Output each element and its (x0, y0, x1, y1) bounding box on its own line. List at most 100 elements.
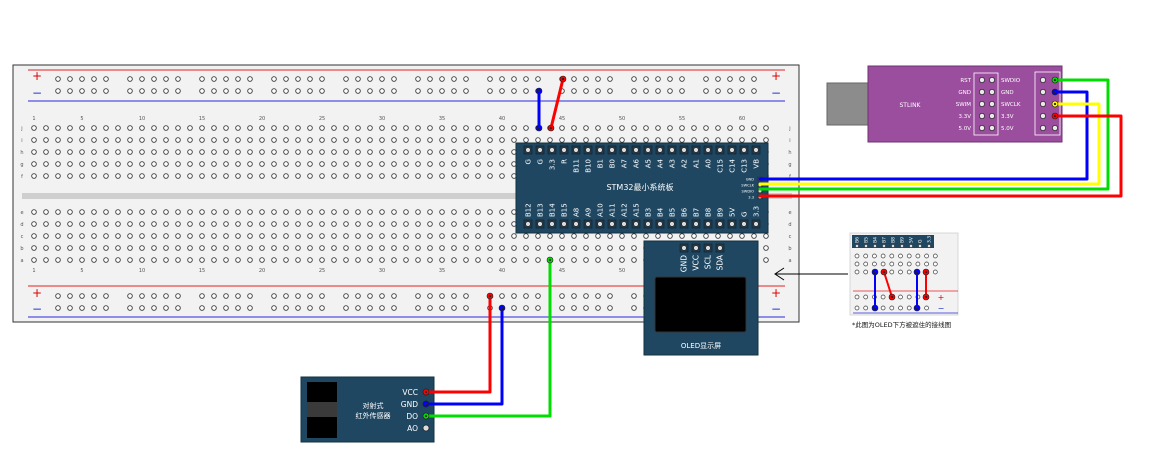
terminal-hole (271, 257, 277, 263)
rail-hole (343, 305, 349, 311)
rail-hole (283, 305, 289, 311)
rail-hole (163, 305, 169, 311)
terminal-hole (439, 257, 445, 263)
terminal-hole (463, 137, 469, 143)
rail-hole (583, 76, 589, 82)
terminal-hole (271, 245, 277, 251)
rail-hole (319, 293, 325, 299)
wire-endpoint-core (424, 402, 428, 406)
oled-pin (717, 245, 723, 251)
terminal-hole (307, 137, 313, 143)
stm32-top-pin (549, 147, 555, 153)
terminal-hole (691, 125, 697, 131)
terminal-hole (391, 221, 397, 227)
rail-hole (667, 76, 673, 82)
terminal-hole (439, 125, 445, 131)
terminal-hole (583, 137, 589, 143)
terminal-hole (355, 149, 361, 155)
wire-swclk (758, 102, 1101, 186)
rail-hole (283, 293, 289, 299)
terminal-hole (199, 245, 205, 251)
rail-hole (151, 305, 157, 311)
detail-hole (889, 269, 895, 275)
terminal-hole (703, 233, 709, 239)
terminal-hole (571, 233, 577, 239)
terminal-hole (499, 125, 505, 131)
rail-hole (55, 305, 61, 311)
terminal-hole (31, 233, 37, 239)
terminal-hole (127, 221, 133, 227)
terminal-hole (187, 257, 193, 263)
detail-pin (873, 244, 877, 248)
terminal-hole (211, 161, 217, 167)
rail-hole (679, 76, 685, 82)
stm32-bottom-pin (741, 221, 747, 227)
stm32-bottom-pin-label: G (741, 212, 749, 217)
terminal-hole (151, 149, 157, 155)
terminal-hole (43, 149, 49, 155)
detail-pin-label: B5 (864, 237, 870, 243)
rail-hole (295, 88, 301, 94)
terminal-hole (427, 233, 433, 239)
terminal-hole (235, 125, 241, 131)
terminal-hole (31, 125, 37, 131)
terminal-hole (535, 233, 541, 239)
oled-pin-label: SCL (704, 254, 713, 269)
terminal-hole (571, 137, 577, 143)
terminal-hole (211, 137, 217, 143)
terminal-hole (319, 257, 325, 263)
terminal-hole (283, 161, 289, 167)
detail-pin-label: 5V (909, 236, 915, 243)
col-num: 35 (439, 116, 445, 122)
terminal-hole (475, 245, 481, 251)
rail-hole (583, 88, 589, 94)
col-num: 25 (319, 116, 325, 122)
terminal-hole (595, 245, 601, 251)
terminal-hole (355, 173, 361, 179)
stm32-bottom-pin (633, 221, 639, 227)
terminal-hole (115, 221, 121, 227)
oled-title: OLED显示屏 (681, 342, 721, 350)
rail-hole (211, 305, 217, 311)
stlink-pin-label-right: 5.0V (1001, 126, 1014, 132)
terminal-hole (379, 233, 385, 239)
terminal-hole (187, 233, 193, 239)
terminal-hole (463, 161, 469, 167)
terminal-hole (547, 137, 553, 143)
rail-hole (427, 76, 433, 82)
terminal-hole (259, 173, 265, 179)
stm32-top-pin (693, 147, 699, 153)
rail-hole (511, 88, 517, 94)
terminal-hole (235, 209, 241, 215)
terminal-hole (55, 221, 61, 227)
rail-hole (511, 76, 517, 82)
rail-hole (355, 293, 361, 299)
terminal-hole (163, 221, 169, 227)
terminal-hole (619, 233, 625, 239)
terminal-hole (331, 149, 337, 155)
terminal-hole (295, 233, 301, 239)
terminal-hole (439, 161, 445, 167)
rail-hole (559, 293, 565, 299)
terminal-hole (583, 245, 589, 251)
terminal-hole (475, 221, 481, 227)
terminal-hole (175, 233, 181, 239)
terminal-hole (103, 221, 109, 227)
rail-hole (727, 76, 733, 82)
rail-hole (283, 88, 289, 94)
stlink-pin (989, 89, 995, 95)
row-letter: g (788, 162, 791, 168)
rail-hole (631, 293, 637, 299)
terminal-hole (355, 125, 361, 131)
terminal-hole (667, 125, 673, 131)
stlink-pin-label-right: SWCLK (1001, 102, 1021, 108)
rail-hole (139, 293, 145, 299)
rail-hole (235, 305, 241, 311)
detail-pin-label: 3.3 (927, 236, 933, 243)
detail-hole (906, 261, 912, 267)
terminal-hole (619, 245, 625, 251)
rail-hole (751, 76, 757, 82)
stm32-top-pin (633, 147, 639, 153)
rail-hole (583, 305, 589, 311)
rail-hole (91, 305, 97, 311)
